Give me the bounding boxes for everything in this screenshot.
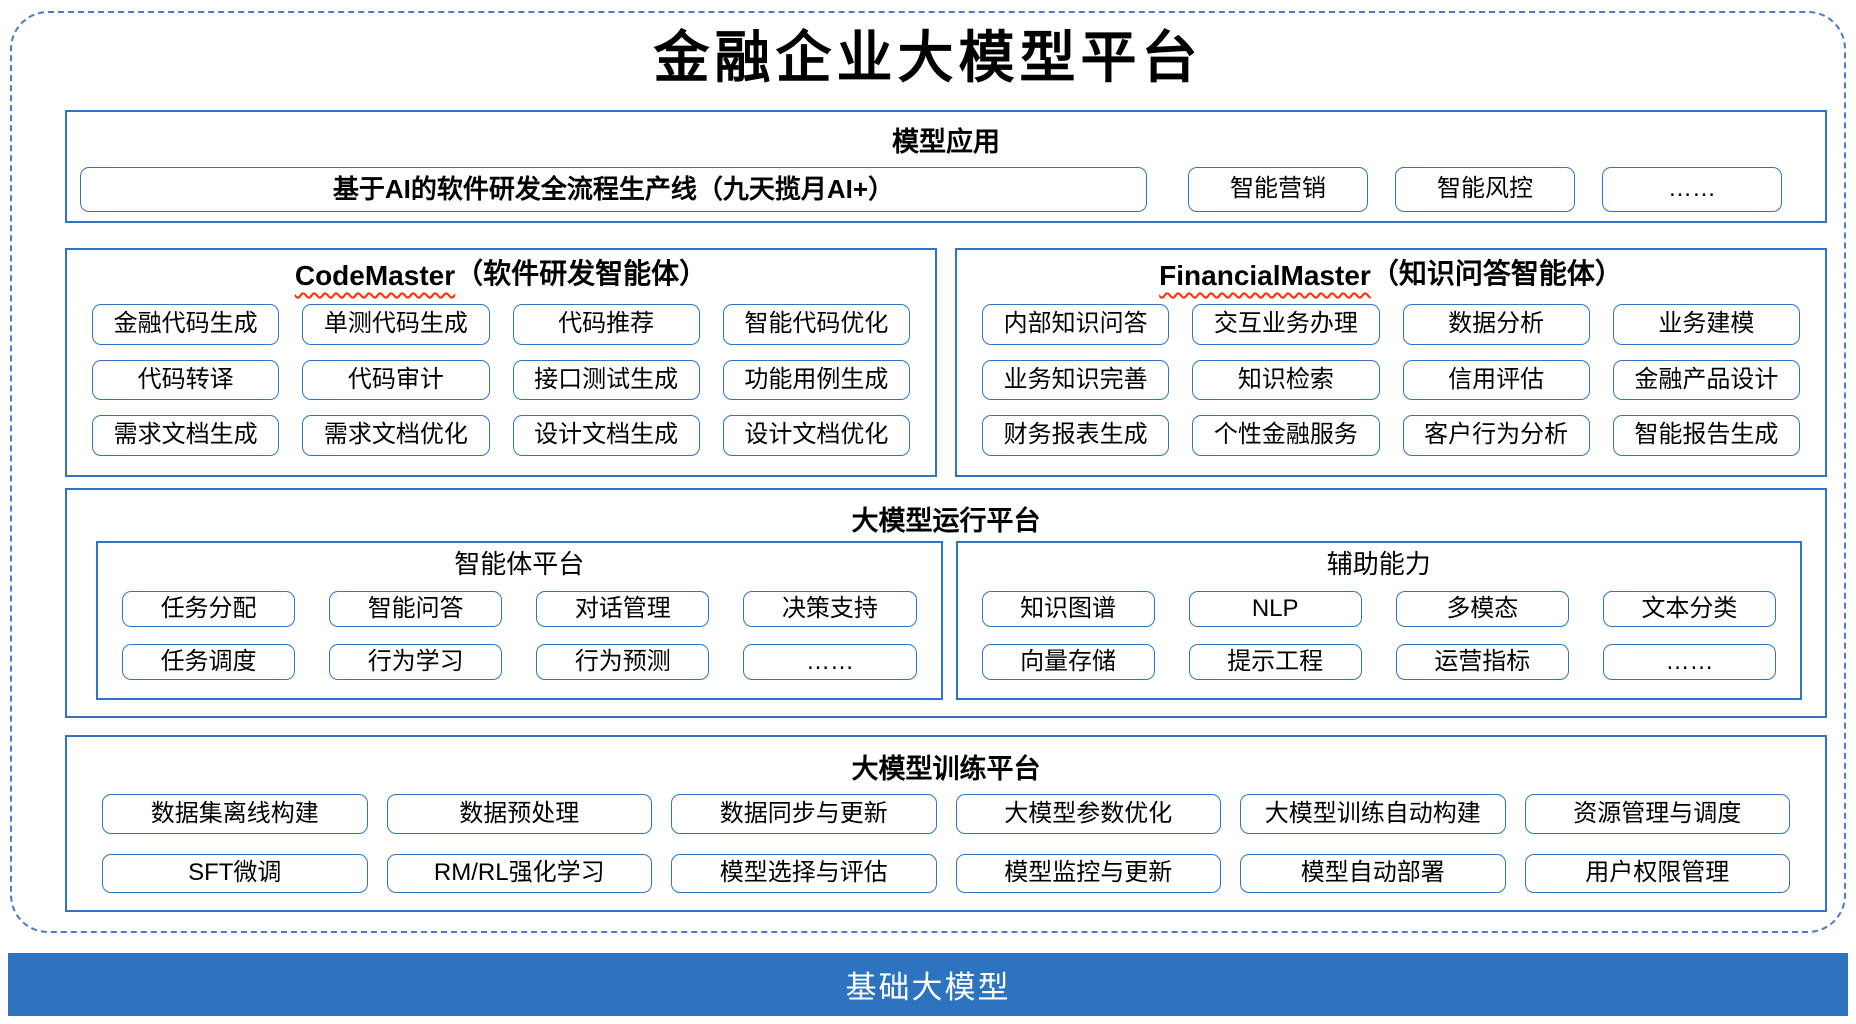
section-title: 大模型训练平台 — [851, 754, 1041, 784]
capability-box: 用户权限管理 — [1524, 853, 1790, 893]
outer-dashed-frame — [10, 11, 1846, 933]
capability-box: 智能风控 — [1395, 167, 1575, 212]
capability-box: 模型选择与评估 — [671, 853, 937, 893]
capability-box: NLP — [1188, 591, 1362, 627]
capability-box: 提示工程 — [1188, 644, 1362, 680]
capability-box: 数据分析 — [1402, 304, 1590, 345]
page-title: 金融企业大模型平台 — [653, 25, 1203, 91]
ellipsis-box: …… — [743, 644, 917, 680]
codemaster-name: CodeMaster — [294, 260, 456, 291]
runtime-subsections: 智能体平台 任务分配 智能问答 对话管理 决策支持 任务调度 行为学习 行为预测… — [96, 541, 1802, 700]
capability-box: 内部知识问答 — [982, 304, 1170, 345]
foundation-model-bar: 基础大模型 — [8, 953, 1848, 1016]
section-title: 大模型运行平台 — [851, 506, 1041, 536]
aux-capabilities-grid: 知识图谱 NLP 多模态 文本分类 向量存储 提示工程 运营指标 …… — [958, 585, 1801, 698]
capability-box: 大模型参数优化 — [955, 794, 1221, 834]
agent-platform-grid: 任务分配 智能问答 对话管理 决策支持 任务调度 行为学习 行为预测 …… — [98, 585, 941, 698]
capability-box: 数据同步与更新 — [671, 794, 937, 834]
agents-row: CodeMaster（软件研发智能体） 金融代码生成 单测代码生成 代码推荐 智… — [65, 248, 1827, 477]
ellipsis-box: …… — [1602, 167, 1782, 212]
capability-box: RM/RL强化学习 — [386, 853, 652, 893]
capability-box: 智能报告生成 — [1612, 415, 1800, 456]
capability-box: 代码审计 — [302, 359, 490, 401]
financialmaster-grid: 内部知识问答 交互业务办理 数据分析 业务建模 业务知识完善 知识检索 信用评估… — [957, 296, 1825, 475]
foundation-model-label: 基础大模型 — [845, 970, 1011, 1005]
capability-box: 智能营销 — [1188, 167, 1368, 212]
financialmaster-name: FinancialMaster — [1159, 260, 1371, 291]
capability-box: 数据集离线构建 — [102, 794, 368, 834]
capability-box: 金融代码生成 — [92, 304, 280, 345]
section-financialmaster: FinancialMaster（知识问答智能体） 内部知识问答 交互业务办理 数… — [955, 248, 1827, 477]
capability-box: 代码转译 — [92, 359, 280, 401]
capability-box: 知识检索 — [1192, 359, 1380, 401]
section-title: CodeMaster（软件研发智能体） — [67, 250, 935, 296]
section-title: 模型应用 — [892, 127, 1000, 157]
capability-box: 个性金融服务 — [1192, 415, 1380, 456]
capability-box: 业务知识完善 — [982, 359, 1170, 401]
training-grid: 数据集离线构建 数据预处理 数据同步与更新 大模型参数优化 大模型训练自动构建 … — [102, 794, 1790, 893]
capability-box: 决策支持 — [743, 591, 917, 627]
capability-box: 知识图谱 — [981, 591, 1155, 627]
section-codemaster: CodeMaster（软件研发智能体） 金融代码生成 单测代码生成 代码推荐 智… — [65, 248, 937, 477]
section-training-platform: 大模型训练平台 数据集离线构建 数据预处理 数据同步与更新 大模型参数优化 大模… — [65, 735, 1827, 912]
capability-box: 财务报表生成 — [982, 415, 1170, 456]
capability-box: 功能用例生成 — [722, 359, 910, 401]
capability-box: 运营指标 — [1395, 644, 1569, 680]
section-model-applications: 模型应用 基于AI的软件研发全流程生产线（九天揽月AI+） 智能营销 智能风控 … — [65, 110, 1827, 223]
capability-box: 客户行为分析 — [1402, 415, 1590, 456]
subsection-agent-platform: 智能体平台 任务分配 智能问答 对话管理 决策支持 任务调度 行为学习 行为预测… — [96, 541, 943, 700]
subsection-title: 智能体平台 — [454, 549, 585, 579]
capability-box: 设计文档优化 — [722, 415, 910, 456]
section-runtime-platform: 大模型运行平台 智能体平台 任务分配 智能问答 对话管理 决策支持 任务调度 行… — [65, 488, 1827, 718]
capability-box: 任务分配 — [122, 591, 296, 627]
capability-box: 向量存储 — [981, 644, 1155, 680]
subsection-title: 辅助能力 — [1326, 549, 1431, 579]
capability-box: 需求文档生成 — [92, 415, 280, 456]
codemaster-subtitle: （软件研发智能体） — [455, 258, 708, 289]
capability-box: 模型自动部署 — [1240, 853, 1506, 893]
capability-box: 大模型训练自动构建 — [1240, 794, 1506, 834]
capability-box: 智能代码优化 — [722, 304, 910, 345]
capability-box: 智能问答 — [329, 591, 503, 627]
capability-box: SFT微调 — [102, 853, 368, 893]
section-title: FinancialMaster（知识问答智能体） — [957, 250, 1825, 296]
capability-box: 需求文档优化 — [302, 415, 490, 456]
capability-box: 代码推荐 — [512, 304, 700, 345]
capability-box: 业务建模 — [1612, 304, 1800, 345]
capability-box: 模型监控与更新 — [955, 853, 1221, 893]
capability-box: 多模态 — [1395, 591, 1569, 627]
capability-box: 设计文档生成 — [512, 415, 700, 456]
capability-box: 数据预处理 — [386, 794, 652, 834]
capability-box: 资源管理与调度 — [1524, 794, 1790, 834]
capability-box: 基于AI的软件研发全流程生产线（九天揽月AI+） — [80, 167, 1147, 212]
capability-box: 信用评估 — [1402, 359, 1590, 401]
capability-box: 文本分类 — [1602, 591, 1776, 627]
subsection-aux-capabilities: 辅助能力 知识图谱 NLP 多模态 文本分类 向量存储 提示工程 运营指标 …… — [955, 541, 1802, 700]
capability-box: 任务调度 — [122, 644, 296, 680]
capability-box: 交互业务办理 — [1192, 304, 1380, 345]
capability-box: 金融产品设计 — [1612, 359, 1800, 401]
capability-box: 对话管理 — [536, 591, 710, 627]
capability-box: 接口测试生成 — [512, 359, 700, 401]
financialmaster-subtitle: （知识问答智能体） — [1370, 258, 1623, 289]
ellipsis-box: …… — [1602, 644, 1776, 680]
capability-box: 行为学习 — [329, 644, 503, 680]
codemaster-grid: 金融代码生成 单测代码生成 代码推荐 智能代码优化 代码转译 代码审计 接口测试… — [67, 296, 935, 475]
capability-box: 单测代码生成 — [302, 304, 490, 345]
model-app-box-row: 基于AI的软件研发全流程生产线（九天揽月AI+） 智能营销 智能风控 …… — [80, 167, 1782, 212]
capability-box: 行为预测 — [536, 644, 710, 680]
